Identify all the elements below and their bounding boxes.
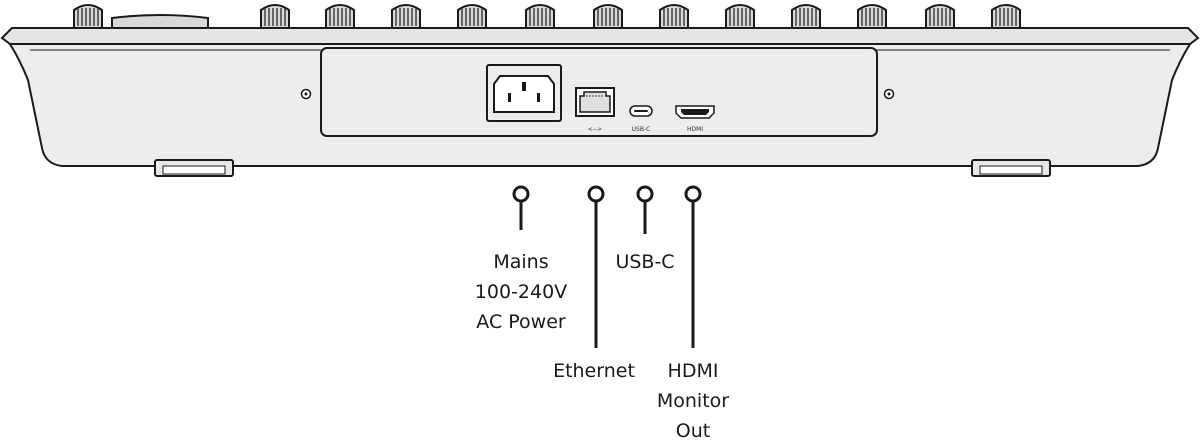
knob-icon xyxy=(659,4,689,29)
mains-label-line: 100-240V xyxy=(474,281,568,303)
jog-wheel-icon xyxy=(111,14,209,29)
hdmi-port-marking: HDMI xyxy=(687,126,703,133)
ethernet-port-icon xyxy=(575,87,615,117)
knob-icon xyxy=(857,4,887,29)
power-socket-icon xyxy=(486,64,562,122)
ethernet-label-line: Ethernet xyxy=(553,360,635,382)
hdmi-label-line: HDMI xyxy=(667,360,719,382)
knob-icon xyxy=(325,4,355,29)
callout-ethernet xyxy=(587,185,605,348)
knob-icon xyxy=(525,4,555,29)
ethernet-label: Ethernet xyxy=(544,356,644,386)
knob-icon xyxy=(991,4,1021,29)
knob-icon xyxy=(260,4,290,29)
mains-label: Mains 100-240V AC Power xyxy=(461,247,581,337)
callout-usb-c xyxy=(636,185,654,234)
mains-label-line: Mains xyxy=(493,251,549,273)
callout-hdmi xyxy=(684,185,702,348)
callout-mains xyxy=(512,185,530,230)
chassis-top-lip xyxy=(0,27,1200,45)
hdmi-port-icon xyxy=(675,105,715,119)
top-knobs xyxy=(73,4,1021,29)
knob-icon xyxy=(725,4,755,29)
ethernet-port-marking: <--> xyxy=(588,126,602,133)
screw-icon xyxy=(300,88,312,100)
knob-icon xyxy=(457,4,487,29)
usb-c-label: USB-C xyxy=(595,247,695,277)
knob-icon xyxy=(791,4,821,29)
hdmi-label-line: Out xyxy=(675,420,711,442)
right-foot-inner xyxy=(979,165,1043,175)
screw-icon xyxy=(883,88,895,100)
left-foot-inner xyxy=(162,165,226,175)
knob-icon xyxy=(925,4,955,29)
knob-icon xyxy=(391,4,421,29)
hdmi-label: HDMI Monitor Out xyxy=(643,356,743,446)
mains-label-line: AC Power xyxy=(476,311,566,333)
hdmi-label-line: Monitor xyxy=(656,390,730,412)
usb-c-port-icon xyxy=(629,105,653,117)
usb-c-port-marking: USB-C xyxy=(632,126,651,133)
knob-icon xyxy=(593,4,623,29)
knob-icon xyxy=(73,4,103,29)
usb-c-label-line: USB-C xyxy=(615,251,675,273)
